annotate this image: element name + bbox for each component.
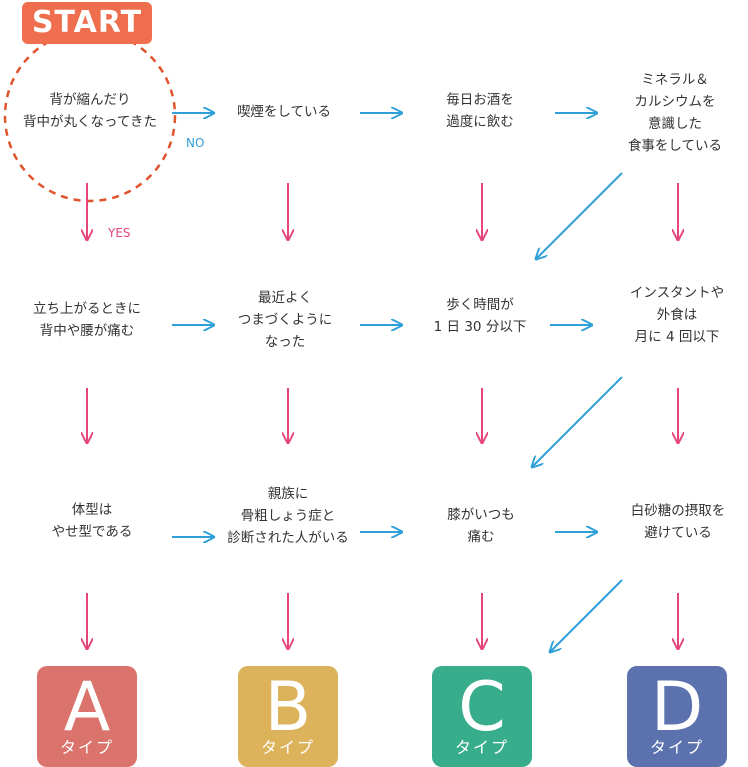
question-line: 最近よく: [258, 290, 312, 306]
result-letter: B: [264, 668, 312, 747]
question-line: 月に 4 回以下: [634, 329, 720, 345]
question-r2c2: 最近よくつまづくようになった: [200, 287, 370, 353]
question-line: 背中が丸くなってきた: [23, 114, 157, 130]
question-line: 1 日 30 分以下: [433, 319, 527, 335]
question-line: 背が縮んだり: [49, 92, 131, 108]
question-line: 体型は: [71, 502, 113, 518]
question-line: つまづくように: [237, 312, 333, 328]
no-arrow-diag-1: [536, 172, 623, 259]
question-r1c4: ミネラル＆ カルシウムを意識した食事をしている: [590, 69, 748, 157]
no-arrow-diag-3: [550, 579, 623, 652]
question-line: ミネラル＆: [641, 72, 709, 88]
question-line: 背中や腰が痛む: [39, 323, 135, 339]
result-type-b: B タイプ: [238, 666, 338, 767]
question-r1c2: 喫煙をしている: [199, 101, 369, 123]
question-line: 過度に飲む: [446, 114, 514, 130]
question-line: 診断された人がいる: [227, 530, 349, 546]
question-r3c3: 膝がいつも痛む: [396, 504, 566, 548]
start-ring: [3, 29, 177, 203]
yes-label: YES: [108, 226, 131, 240]
no-arrows: [172, 113, 623, 652]
question-line: なった: [264, 334, 306, 350]
question-line: 立ち上がるときに: [33, 301, 141, 317]
result-type-d: D タイプ: [627, 666, 727, 767]
question-r1c1: 背が縮んだり背中が丸くなってきた: [0, 89, 183, 133]
question-line: 喫煙をしている: [236, 104, 332, 120]
question-line: 白砂糖の摂取を: [630, 503, 726, 519]
result-word: タイプ: [59, 738, 114, 757]
question-r3c1: 体型はやせ型である: [7, 499, 177, 543]
question-line: 外食は: [656, 307, 698, 323]
question-line: 親族に: [267, 486, 309, 502]
result-letter: D: [650, 668, 704, 747]
question-r3c4: 白砂糖の摂取を避けている: [593, 500, 748, 544]
question-line: 膝がいつも: [447, 507, 515, 523]
question-line: カルシウムを: [634, 94, 716, 110]
question-line: インスタントや: [629, 285, 725, 301]
question-r2c4: インスタントや外食は月に 4 回以下: [592, 282, 748, 348]
result-word: タイプ: [260, 738, 315, 757]
result-letter: C: [458, 668, 506, 747]
result-letter: A: [63, 668, 111, 747]
question-line: やせ型である: [51, 524, 133, 540]
question-line: 食事をしている: [627, 138, 723, 154]
question-line: 意識した: [648, 116, 702, 132]
question-r2c3: 歩く時間が 1 日 30 分以下: [395, 294, 565, 338]
question-line: 歩く時間が: [446, 297, 514, 313]
result-type-a: A タイプ: [37, 666, 137, 767]
result-word: タイプ: [649, 738, 704, 757]
question-line: 痛む: [467, 529, 495, 545]
question-line: 避けている: [644, 525, 712, 541]
start-badge: START: [22, 2, 152, 44]
result-word: タイプ: [454, 738, 509, 757]
no-label: NO: [186, 136, 205, 150]
yes-arrows: [87, 183, 678, 649]
question-line: 毎日お酒を: [446, 92, 514, 108]
question-r1c3: 毎日お酒を過度に飲む: [395, 89, 565, 133]
start-label: START: [31, 5, 143, 40]
question-r2c1: 立ち上がるときに背中や腰が痛む: [2, 298, 172, 342]
no-arrow-diag-2: [532, 376, 623, 467]
question-r3c2: 親族に骨粗しょう症と診断された人がいる: [203, 483, 373, 549]
result-type-c: C タイプ: [432, 666, 532, 767]
question-line: 骨粗しょう症と: [240, 508, 336, 524]
